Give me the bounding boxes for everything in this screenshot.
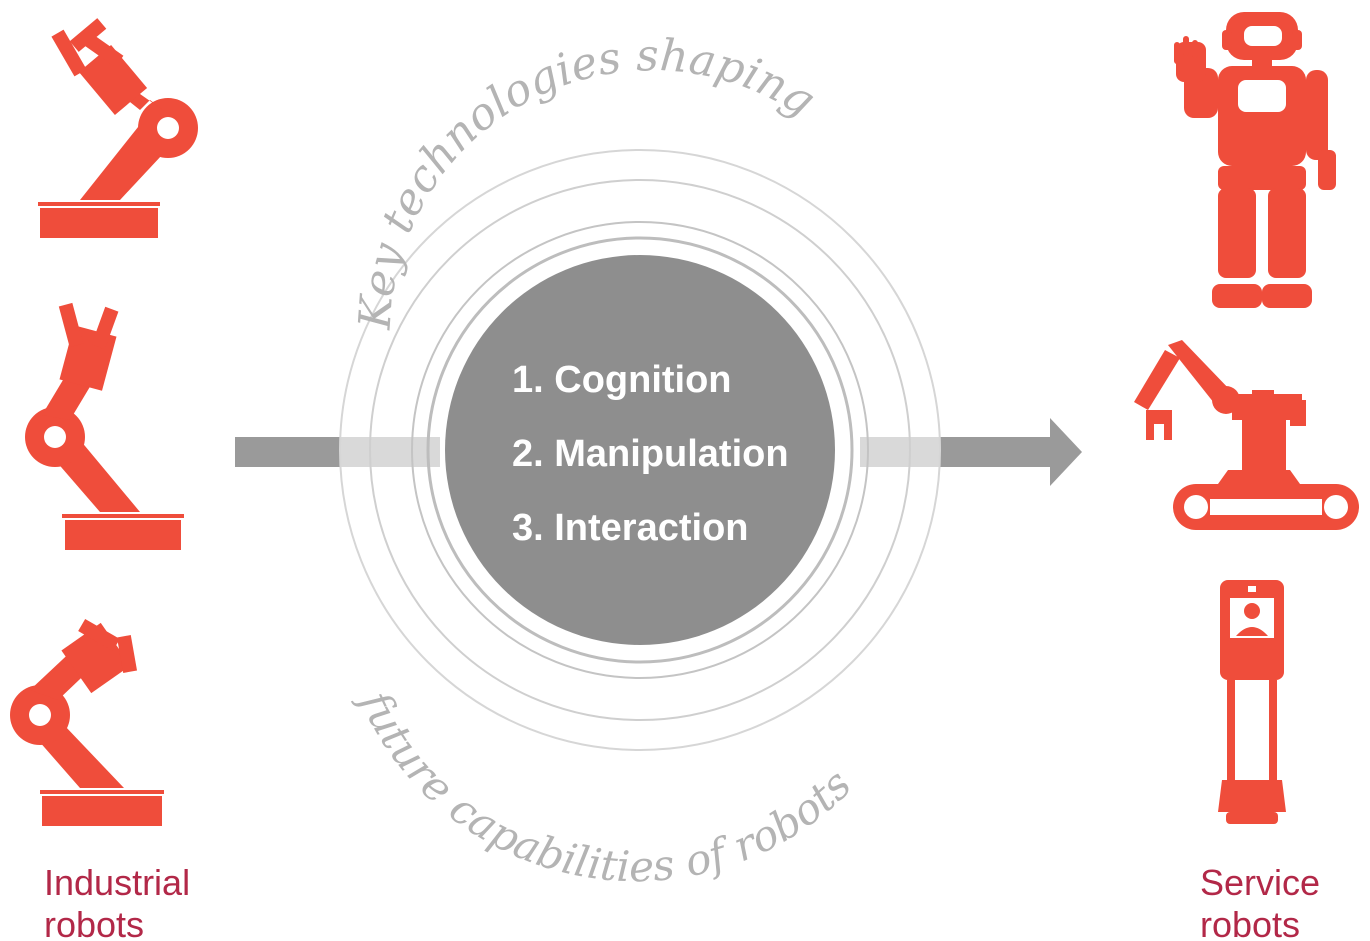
arrow-fade-left: [340, 437, 440, 467]
industrial-robots-label: Industrial robots: [44, 862, 190, 941]
flow-arrow: [235, 418, 1082, 486]
industrial-arm-icon: [25, 302, 184, 550]
service-robots-label: Service robots: [1200, 862, 1320, 941]
arrow-head: [1050, 418, 1082, 486]
tracked-arm-robot-icon: [1134, 340, 1359, 530]
industrial-label-line1: Industrial: [44, 862, 191, 903]
ring-outer: [339, 149, 941, 751]
service-label-line2: robots: [1200, 904, 1301, 941]
industrial-label-line2: robots: [44, 904, 145, 941]
telepresence-robot-icon: [1218, 580, 1286, 824]
arrow-fade-right: [860, 437, 945, 467]
arrow-shaft-right: [940, 437, 1055, 467]
ring-1: [426, 236, 854, 664]
humanoid-robot-icon: [1174, 12, 1336, 308]
ring-3: [369, 179, 911, 721]
industrial-arm-icon: [10, 618, 164, 826]
core-item-manipulation: 2. Manipulation: [512, 433, 789, 475]
ring-2: [411, 221, 869, 679]
core-item-cognition: 1. Cognition: [512, 359, 732, 401]
core-item-interaction: 3. Interaction: [512, 507, 749, 549]
industrial-arm-icon: [38, 18, 198, 238]
core-list: 1. Cognition 2. Manipulation 3. Interact…: [512, 359, 789, 549]
concentric-rings: [339, 149, 941, 751]
core-circle: [445, 255, 835, 645]
service-label-line1: Service: [1200, 862, 1321, 903]
